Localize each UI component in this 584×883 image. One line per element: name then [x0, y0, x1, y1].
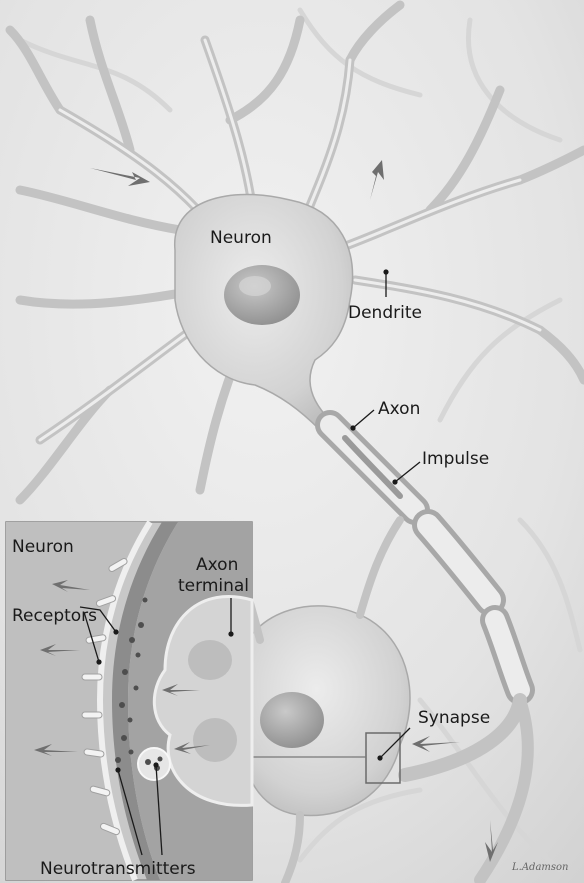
label-neuron-main: Neuron	[210, 228, 272, 248]
label-axon-terminal-line2: terminal	[178, 576, 249, 596]
inset-vesicle-large-2	[193, 718, 237, 762]
label-axon-terminal-line1: Axon	[196, 555, 238, 575]
label-neuron-inset: Neuron	[12, 537, 74, 557]
upper-nucleus	[224, 265, 300, 325]
label-receptors: Receptors	[12, 606, 97, 626]
upper-nucleus-highlight	[239, 276, 271, 296]
inset-vesicle-large-1	[188, 640, 232, 680]
label-neurotransmitters: Neurotransmitters	[40, 859, 196, 879]
label-synapse: Synapse	[418, 708, 490, 728]
label-axon: Axon	[378, 399, 420, 419]
lower-nucleus	[260, 692, 324, 748]
label-impulse: Impulse	[422, 449, 489, 469]
label-dendrite: Dendrite	[348, 303, 422, 323]
artist-signature: L.Adamson	[511, 862, 568, 873]
